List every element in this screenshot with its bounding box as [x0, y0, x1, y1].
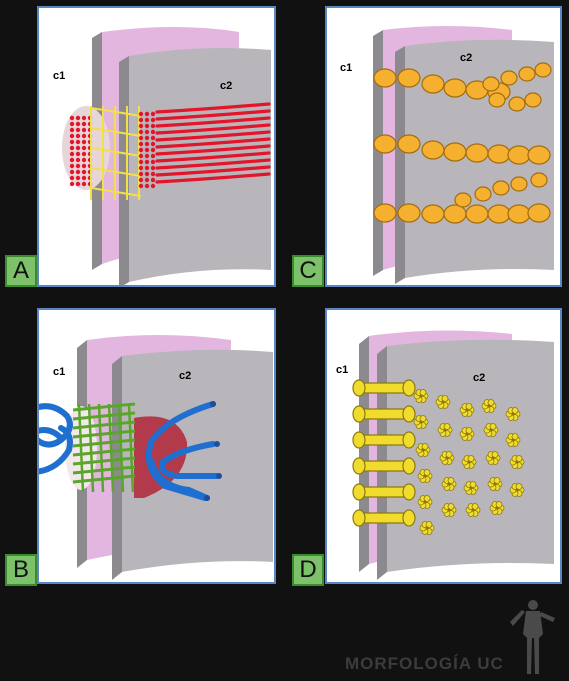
connexin-rosettes-top [413, 389, 525, 535]
label-c2: c2 [179, 370, 192, 382]
panel-b: c1 c2 [37, 308, 276, 584]
connexin-channels-side [352, 379, 416, 527]
label-c2: c2 [220, 80, 233, 92]
label-c1: c1 [53, 366, 66, 378]
label-c1: c1 [53, 70, 66, 82]
panel-d-illustration [352, 330, 554, 580]
intermediate-filaments-c2 [145, 401, 222, 501]
label-c1: c1 [340, 62, 353, 74]
panel-d: c1 c2 [325, 308, 562, 584]
intermediate-filaments-c2 [155, 102, 271, 184]
panel-a: c1 c2 [37, 6, 276, 287]
cadherin-linkers [72, 402, 136, 493]
label-c1: c1 [336, 364, 349, 376]
plaque-filament-dots-c2 [138, 111, 156, 189]
panel-d-letter: D [292, 554, 324, 586]
label-c2: c2 [460, 52, 473, 64]
label-c2: c2 [473, 372, 486, 384]
cadherin-bundle [90, 106, 142, 200]
anatomy-figure-icon [510, 600, 555, 674]
panel-a-letter: A [5, 255, 37, 287]
intermediate-filaments-c1 [39, 403, 73, 475]
brand-wordmark: MORFOLOGÍA UC [345, 654, 504, 673]
panel-b-illustration [39, 335, 273, 580]
gap-junction-connexons [373, 62, 552, 224]
panel-c-letter: C [292, 255, 324, 287]
panel-b-letter: B [5, 554, 37, 586]
panel-c-illustration [373, 26, 554, 284]
panel-c: c1 c2 [325, 6, 562, 287]
panel-a-illustration [62, 27, 271, 285]
